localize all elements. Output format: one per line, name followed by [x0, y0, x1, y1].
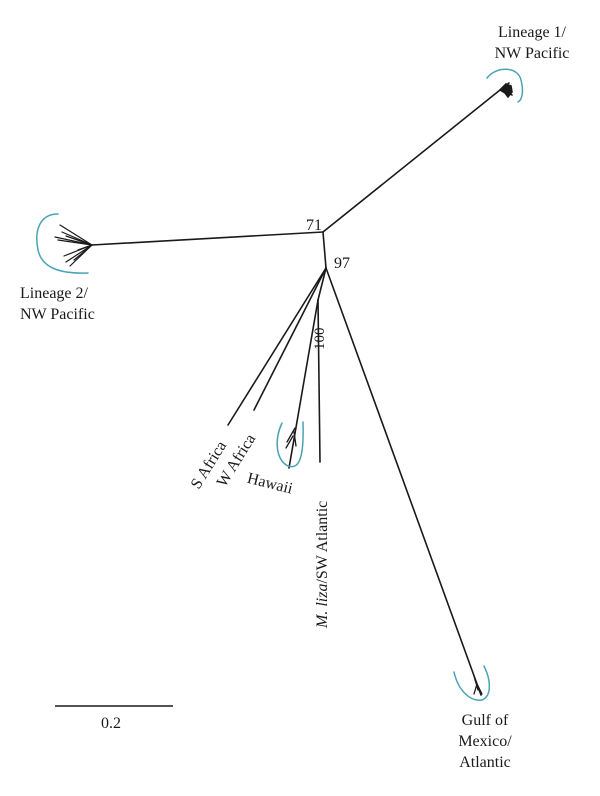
branch-mliza — [317, 299, 321, 463]
scale-bar-label: 0.2 — [101, 715, 121, 732]
clade-label-gulf: Gulf of Mexico/ Atlantic — [440, 710, 530, 773]
lineage1-clade-bracket — [486, 68, 524, 103]
branch-hawaii — [288, 299, 319, 469]
clade-label-mliza-sw-atlantic: M. liza/SW Atlantic — [312, 501, 333, 628]
clade-label-lineage1-line1: Lineage 1/ — [498, 24, 566, 41]
support-value-central-node: 71 — [306, 217, 322, 234]
clade-label-gulf-line2: Mexico/ — [458, 733, 512, 750]
gulf-clade-bracket — [453, 665, 491, 701]
hawaii-tip-cluster — [285, 427, 297, 449]
branch-hawaii-mliza-stem — [317, 267, 327, 301]
support-value-lower-node: 97 — [334, 255, 350, 272]
clade-label-mliza-region: /SW Atlantic — [314, 500, 331, 584]
branch-central-to-lower-node — [322, 231, 327, 269]
clade-label-gulf-line1: Gulf of — [461, 712, 509, 729]
clade-label-mliza-species: M. liza — [314, 583, 331, 628]
lineage2-clade-bracket — [36, 213, 89, 274]
branch-central-to-lineage2 — [91, 231, 324, 246]
clade-label-lineage2: Lineage 2/ NW Pacific — [20, 283, 95, 325]
clade-label-lineage1: Lineage 1/ NW Pacific — [482, 22, 582, 64]
branch-w-africa — [253, 267, 327, 411]
hawaii-clade-bracket — [276, 421, 304, 468]
branch-gulf — [325, 267, 482, 696]
clade-label-lineage2-line2: NW Pacific — [20, 306, 95, 323]
support-value-hawaii-mliza-node: 100 — [312, 327, 328, 351]
lineage2-tip-cluster — [54, 224, 93, 267]
branch-central-to-lineage1 — [322, 89, 501, 233]
clade-label-lineage2-line1: Lineage 2/ — [20, 285, 88, 302]
clade-label-gulf-line3: Atlantic — [459, 754, 511, 771]
clade-label-lineage1-line2: NW Pacific — [494, 45, 570, 62]
lineage1-tip-cluster — [498, 82, 513, 99]
branch-s-africa — [227, 267, 327, 426]
gulf-tip-cluster — [473, 675, 483, 695]
